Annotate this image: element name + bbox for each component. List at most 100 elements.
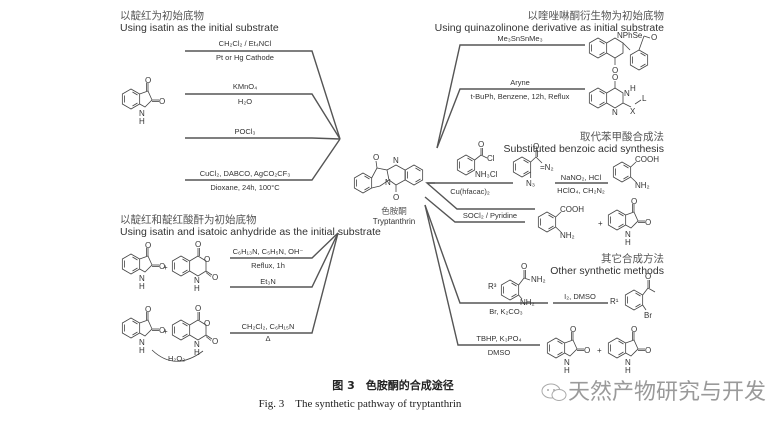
svg-text:O: O: [478, 140, 484, 149]
svg-text:O: O: [533, 142, 539, 151]
svg-text:O: O: [145, 76, 151, 85]
aminobenzoyl-chloride-molecule: O Cl NH₃Cl: [456, 140, 498, 179]
reagent-r5-bottom: Reflux, 1h: [251, 261, 285, 270]
svg-text:H: H: [139, 282, 145, 291]
svg-text:O: O: [570, 325, 576, 334]
reaction-lines-quinazolinone: [436, 44, 585, 149]
svg-text:O: O: [645, 218, 651, 227]
svg-text:H: H: [194, 284, 200, 293]
caption-en: Fig. 3 The synthetic pathway of tryptant…: [259, 398, 462, 410]
svg-text:L: L: [642, 94, 647, 103]
reagent-r9-bottom: t-BuPh, Benzene, 12h, Reflux: [471, 92, 570, 101]
svg-text:H: H: [625, 366, 631, 375]
section-title-cn-isatin: 以靛红为初始底物: [120, 9, 204, 22]
isatin-molecule: O O N H: [122, 76, 165, 126]
reagent-r10-bottom: Cu(hfacac)₂: [450, 187, 490, 196]
svg-text:H: H: [630, 84, 636, 93]
svg-text:R³: R³: [488, 282, 497, 291]
watermark-text: 天然产物研究与开发: [568, 380, 766, 405]
svg-text:O: O: [159, 97, 165, 106]
bromoacetophenone-molecule: O Br R¹: [610, 272, 656, 320]
reagent-r12-bottom: Br, K₂CO₃: [489, 307, 522, 316]
svg-text:O: O: [212, 273, 218, 282]
svg-text:Cl: Cl: [487, 154, 495, 163]
section-title-en-other: Other synthetic methods: [550, 265, 664, 277]
reagent-r2-bottom: H₂O: [238, 97, 252, 106]
reaction-lines-isatin-anhydride: [230, 232, 339, 334]
svg-text:O: O: [145, 241, 151, 250]
reagent-r12-top: I₂, DMSO: [564, 292, 596, 301]
aminobenzamide-molecule: O NH₂ NH₂ R³: [488, 262, 546, 307]
reagent-r9-top: Aryne: [510, 78, 530, 87]
svg-text:O: O: [645, 346, 651, 355]
plus-sign: +: [163, 327, 168, 336]
tryptanthrin-molecule: O N N O: [353, 153, 424, 202]
reagent-r11-top: SOCl₂ / Pyridine: [463, 211, 517, 220]
svg-text:O: O: [612, 73, 618, 82]
wechat-icon: [541, 383, 567, 401]
svg-text:O: O: [393, 193, 399, 202]
reagent-r10b-top: NaNO₂, HCl: [561, 173, 602, 182]
reaction-line-socl2: [424, 196, 525, 223]
reagent-r3-top: POCl₃: [235, 127, 256, 136]
svg-text:H: H: [625, 238, 631, 247]
svg-text:O: O: [204, 255, 210, 264]
svg-text:O: O: [584, 346, 590, 355]
reagent-r7-top: CH₂Cl₂, C₆H₁₅N: [242, 322, 295, 331]
svg-text:O: O: [612, 66, 618, 75]
svg-text:COOH: COOH: [635, 155, 659, 164]
svg-text:O: O: [204, 319, 210, 328]
reagent-r7-bottom: Δ: [265, 334, 270, 343]
svg-text:O: O: [631, 325, 637, 334]
svg-text:Br: Br: [644, 311, 652, 320]
reaction-lines-benzoic: [425, 182, 608, 210]
svg-text:N: N: [624, 89, 630, 98]
plus-sign: +: [163, 263, 168, 272]
svg-text:N₃: N₃: [526, 179, 535, 188]
reagent-r1-bottom: Pt or Hg Cathode: [216, 53, 274, 62]
svg-text:N: N: [139, 109, 145, 118]
svg-text:N: N: [625, 358, 631, 367]
reagent-r4-bottom: Dioxane, 24h, 100°C: [210, 183, 280, 192]
svg-text:O: O: [212, 337, 218, 346]
svg-text:O: O: [195, 304, 201, 313]
caption-cn: 图 3 色胺酮的合成途径: [332, 378, 453, 392]
isatoic-anhydride-molecule: O O O N H: [172, 240, 218, 293]
svg-text:NH₃Cl: NH₃Cl: [475, 170, 498, 179]
svg-text:N: N: [139, 274, 145, 283]
svg-text:N: N: [194, 276, 200, 285]
reagent-r5-top: C₆H₁₃N, C₅H₅N, OH⁻: [233, 247, 304, 256]
svg-text:NH₂: NH₂: [635, 181, 650, 190]
svg-text:H: H: [564, 366, 570, 375]
reagent-r13-bottom: DMSO: [488, 348, 511, 357]
svg-text:X: X: [630, 107, 636, 116]
svg-text:O: O: [631, 197, 637, 206]
section-title-cn-other: 其它合成方法: [601, 252, 664, 265]
section-title-cn-benzoic: 取代苯甲酸合成法: [580, 130, 664, 143]
reagent-r4-top: CuCl₂, DABCO, AgCO₂CF₃: [200, 169, 291, 178]
reagent-r2-top: KMnO₄: [233, 82, 257, 91]
section-title-en-isatin: Using isatin as the initial substrate: [120, 22, 279, 34]
isatin-molecule: O O N H: [608, 325, 651, 375]
svg-text:N: N: [139, 338, 145, 347]
svg-text:O: O: [159, 326, 165, 335]
svg-text:O: O: [145, 305, 151, 314]
section-title-cn-quinazolinone: 以喹唑啉酮衍生物为初始底物: [528, 9, 665, 22]
reaction-lines-isatin: [185, 50, 341, 181]
quinolinone-selenide-molecule: NPhSe O O: [588, 31, 657, 75]
reagent-r8-top: Me₃SnSnMe₃: [497, 34, 542, 43]
product-name-cn: 色胺酮: [381, 206, 407, 217]
svg-text:NH₂: NH₂: [520, 298, 535, 307]
reagent-r13-top: TBHP, K₃PO₄: [476, 334, 521, 343]
reaction-lines-other: [424, 204, 608, 346]
section-title-en-benzoic: Substituted benzoic acid synthesis: [503, 143, 664, 155]
isatin-molecule: O O N H: [608, 197, 651, 247]
section-title-en-isatin-anhydride: Using isatin and isatoic anhydride as th…: [120, 226, 381, 238]
svg-text:H: H: [194, 348, 200, 357]
svg-text:O: O: [651, 33, 657, 42]
svg-text:N: N: [564, 358, 570, 367]
svg-text:N: N: [385, 178, 391, 187]
isatin-molecule: O O N H: [122, 305, 165, 355]
svg-text:NPhSe: NPhSe: [617, 31, 643, 40]
anthranilic-acid-molecule: COOH NH₂: [537, 205, 584, 240]
